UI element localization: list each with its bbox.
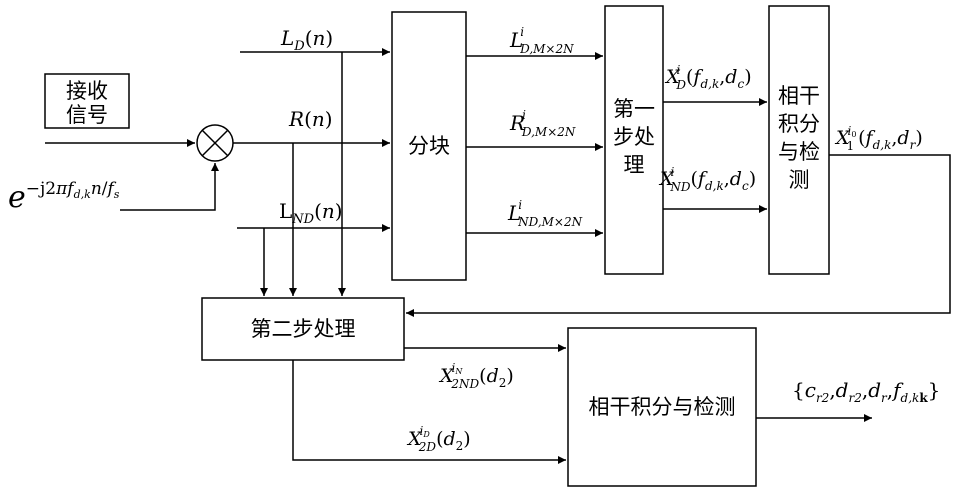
step1-label-3: 理 bbox=[624, 153, 645, 177]
xd-label: XiD(fd,k,dc) bbox=[664, 63, 752, 92]
lnd-block-label: LiND,M×2N bbox=[507, 198, 583, 229]
x1-output-label: Xi01(fd,k,dr) bbox=[834, 124, 923, 153]
lnd-label: LND(n) bbox=[279, 199, 343, 227]
r-label: R(n) bbox=[288, 107, 333, 131]
feedback-arrow bbox=[406, 155, 950, 313]
coherent1-label-2: 积分 bbox=[778, 112, 820, 136]
x2d-label: XiD2D(d2) bbox=[406, 424, 471, 454]
exp-to-mixer-arrow bbox=[120, 163, 215, 210]
receive-label-1: 接收 bbox=[66, 79, 108, 103]
x2nd-label: XiN2ND(d2) bbox=[438, 361, 514, 391]
step2-label: 第二步处理 bbox=[251, 317, 356, 341]
ld-label: LD(n) bbox=[280, 26, 333, 54]
coherent1-label-4: 测 bbox=[789, 168, 810, 192]
step1-label-1: 第一 bbox=[613, 97, 655, 121]
coherent1-label-1: 相干 bbox=[778, 84, 820, 108]
xnd-label: XiND(fd,k,dc) bbox=[658, 165, 756, 194]
mixer-input-label: e−j2πfd,kn/fs bbox=[8, 179, 120, 215]
receive-label-2: 信号 bbox=[66, 103, 108, 127]
ld-block-label: LiD,M×2N bbox=[509, 25, 574, 56]
step1-label-2: 步处 bbox=[613, 125, 655, 149]
coherent2-label: 相干积分与检测 bbox=[589, 395, 736, 419]
final-output-label: {cr2,dr2,dr,fd,kk} bbox=[792, 378, 940, 405]
coherent1-label-3: 与检 bbox=[778, 140, 820, 164]
partition-label: 分块 bbox=[408, 134, 450, 158]
rd-block-label: RiD,M×2N bbox=[509, 108, 576, 139]
